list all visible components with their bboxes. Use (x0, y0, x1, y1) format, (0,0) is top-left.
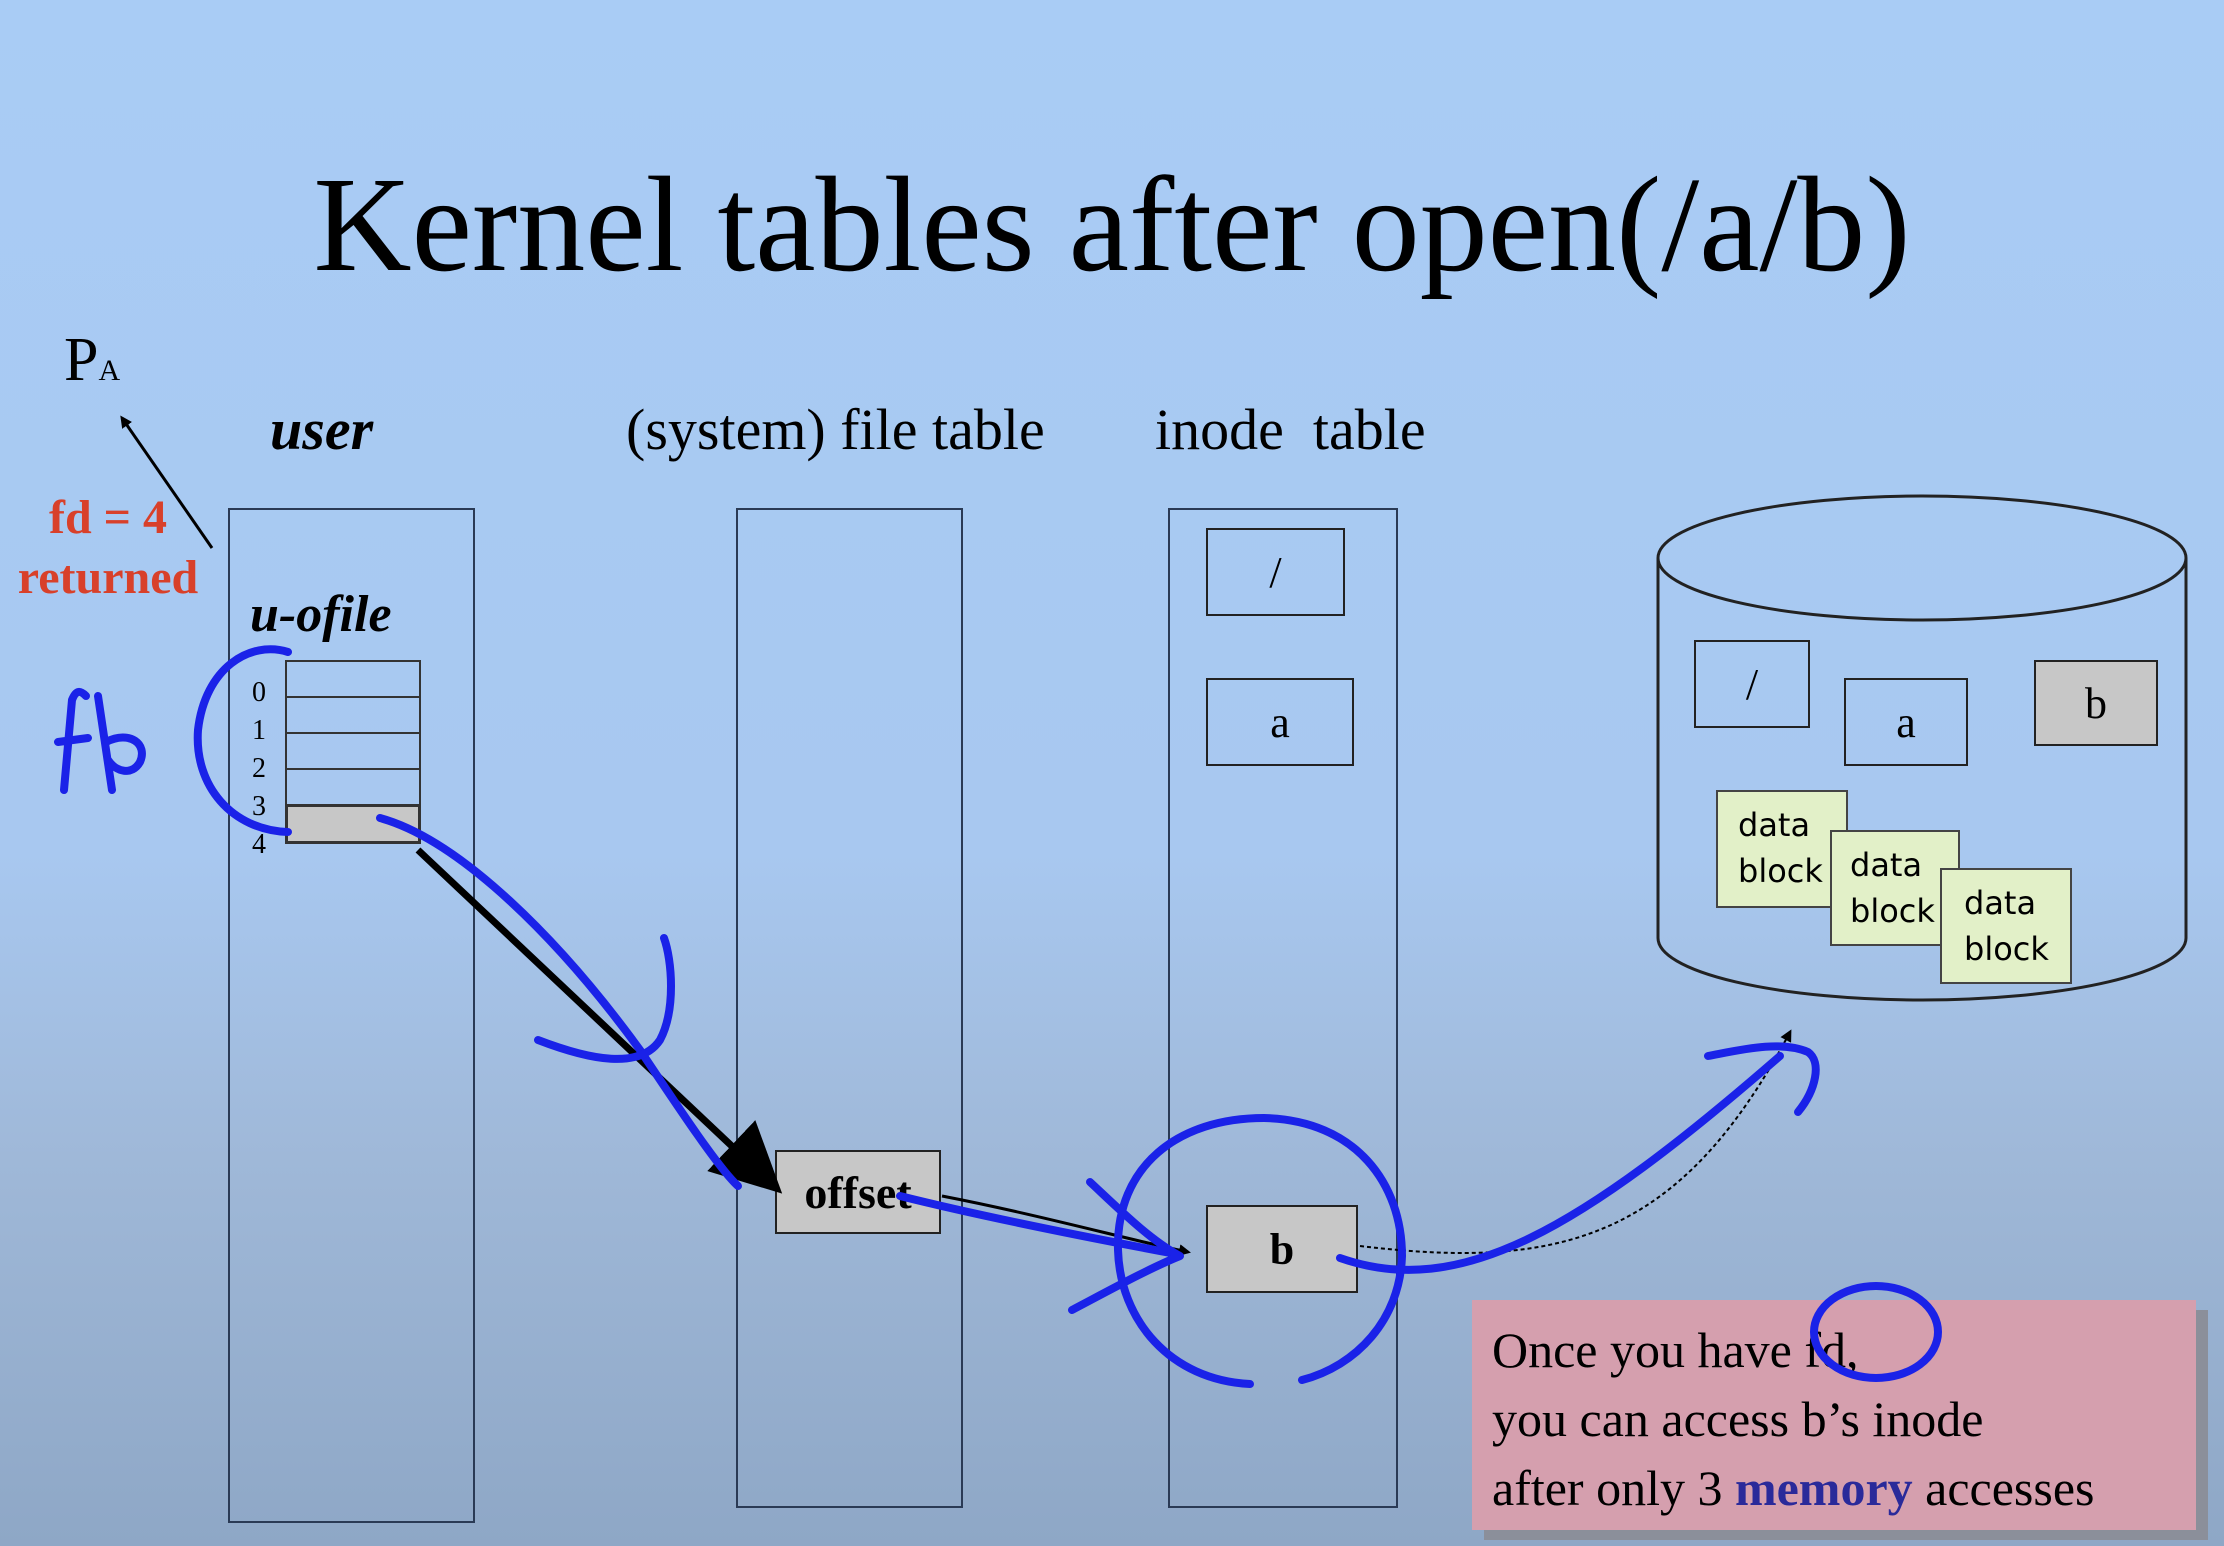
disk-inode-a: a (1844, 678, 1968, 766)
callout-line1: Once you have fd, (1492, 1322, 1859, 1378)
callout-line2: you can access b’s inode (1492, 1391, 1984, 1447)
inode-table-header: inode table (1155, 397, 1426, 462)
u-ofile-table (285, 660, 421, 844)
disk-inode-root: / (1694, 640, 1810, 728)
process-label: PA (64, 325, 120, 406)
u-ofile-index-4: 4 (252, 829, 266, 860)
pen-line-to-disk (1336, 1052, 1784, 1274)
arrow-file-table-to-inode (941, 1194, 1191, 1257)
disk-data-block-3: data block (1940, 868, 2072, 984)
u-ofile-row-4-highlighted (285, 804, 421, 844)
fd-returned-note: fd = 4 returned (8, 488, 208, 608)
callout-line3-suffix: accesses (1912, 1460, 2095, 1516)
file-table-column (736, 508, 963, 1508)
inode-entry-b: b (1206, 1205, 1358, 1293)
callout-emphasis-memory: memory (1734, 1460, 1913, 1516)
inode-entry-a: a (1206, 678, 1354, 766)
arrow-inode-to-disk (1359, 1029, 1792, 1254)
pen-fd-letter-f (54, 687, 92, 794)
u-ofile-label: u-ofile (250, 586, 392, 643)
process-label-subscript: A (98, 354, 121, 387)
callout-line3-prefix: after only 3 (1492, 1460, 1735, 1516)
inode-entry-root: / (1206, 528, 1345, 616)
disk-data-block-2: data block (1830, 830, 1960, 946)
data-block-3-line2: block (1964, 930, 2049, 968)
u-ofile-index-2: 2 (252, 753, 266, 784)
u-ofile-row-2 (285, 732, 421, 770)
u-ofile-row-3 (285, 768, 421, 806)
callout-line3: after only 3 memory accesses (1492, 1454, 2196, 1523)
user-header: user (270, 397, 374, 462)
u-ofile-row-1 (285, 696, 421, 734)
process-label-main: P (64, 326, 99, 394)
data-block-2-line2: block (1850, 892, 1935, 930)
data-block-3-line1: data (1964, 884, 2037, 922)
file-table-offset-entry: offset (775, 1150, 941, 1234)
disk-data-block-1: data block (1716, 790, 1848, 908)
data-block-2-line1: data (1850, 846, 1923, 884)
callout-note: Once you have fd, you can access b’s ino… (1472, 1300, 2196, 1530)
fd-returned-line2: returned (17, 551, 199, 604)
u-ofile-index-1: 1 (252, 715, 266, 746)
pen-arrowhead-disk (1704, 1042, 1820, 1116)
u-ofile-row-0 (285, 660, 421, 698)
data-block-1-line1: data (1738, 806, 1811, 844)
inode-table-column (1168, 508, 1398, 1508)
u-ofile-index-0: 0 (252, 677, 266, 708)
fd-returned-line1: fd = 4 (48, 491, 168, 544)
pen-arrowhead-inode (1068, 1178, 1184, 1314)
file-table-header: (system) file table (626, 397, 1045, 462)
disk-inode-b: b (2034, 660, 2158, 746)
pen-fd-letter-d (94, 692, 146, 794)
u-ofile-index-3: 3 (252, 791, 266, 822)
pen-tick-mark (534, 934, 675, 1063)
data-block-1-line2: block (1738, 852, 1823, 890)
slide-title: Kernel tables after open(/a/b) (313, 150, 1911, 300)
